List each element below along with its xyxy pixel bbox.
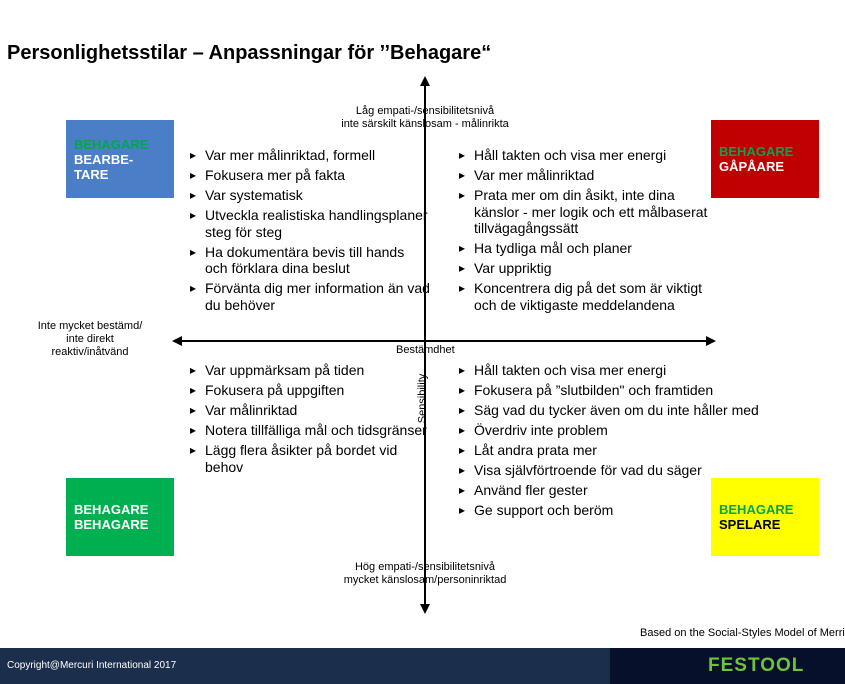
list-item: Låt andra prata mer [459, 442, 759, 459]
list-item: Visa självförtroende för vad du säger [459, 462, 714, 479]
list-top-left: Var mer målinriktad, formellFokusera mer… [190, 147, 430, 317]
list-item: Säg vad du tycker även om du inte håller… [459, 402, 759, 419]
list-item: Håll takten och visa mer energi [459, 362, 759, 379]
list-item: Fokusera mer på fakta [190, 167, 430, 184]
vertical-axis [424, 80, 426, 610]
list-item: Prata mer om din åsikt, inte dina känslo… [459, 187, 709, 237]
list-item: Håll takten och visa mer energi [459, 147, 709, 164]
page-title: Personlighetsstilar – Anpassningar för ’… [7, 42, 492, 64]
list-bottom-left: Var uppmärksam på tidenFokusera på uppgi… [190, 362, 470, 479]
list-item: Notera tillfälliga mål och tidsgränser [190, 422, 470, 439]
festool-logo: FESTOOL [708, 655, 805, 676]
arrow-left-icon [172, 336, 182, 346]
arrow-up-icon [420, 76, 430, 86]
footer-logo-area [610, 648, 845, 684]
list-item: Koncentrera dig på det som är viktigt oc… [459, 280, 709, 313]
list-item: Utveckla realistiska handlingsplaner ste… [190, 207, 430, 240]
list-item: Använd fler gester [459, 482, 759, 499]
arrow-right-icon [706, 336, 716, 346]
list-item: Var målinriktad [190, 402, 470, 419]
list-item: Överdriv inte problem [459, 422, 759, 439]
horizontal-axis-label: Bestämdhet [396, 344, 455, 356]
list-item: Ha dokumentära bevis till hands och förk… [190, 244, 430, 277]
list-item: Fokusera på ”slutbilden" och framtiden [459, 382, 759, 399]
list-item: Var systematisk [190, 187, 430, 204]
list-item: Ha tydliga mål och planer [459, 240, 709, 257]
list-item: Lägg flera åsikter på bordet vid behov [190, 442, 435, 475]
list-item: Fokusera på uppgiften [190, 382, 470, 399]
list-item: Var mer målinriktad, formell [190, 147, 430, 164]
source-note: Based on the Social-Styles Model of Merr… [640, 627, 845, 639]
list-item: Var uppriktig [459, 260, 709, 277]
arrow-down-icon [420, 604, 430, 614]
list-item: Var uppmärksam på tiden [190, 362, 470, 379]
list-item: Var mer målinriktad [459, 167, 709, 184]
copyright: Copyright@Mercuri International 2017 [7, 660, 177, 671]
list-bottom-right: Håll takten och visa mer energiFokusera … [459, 362, 759, 542]
list-item: Ge support och beröm [459, 502, 759, 519]
list-item: Förvänta dig mer information än vad du b… [190, 280, 430, 313]
list-top-right: Håll takten och visa mer energiVar mer m… [459, 147, 709, 317]
horizontal-axis [178, 340, 710, 342]
